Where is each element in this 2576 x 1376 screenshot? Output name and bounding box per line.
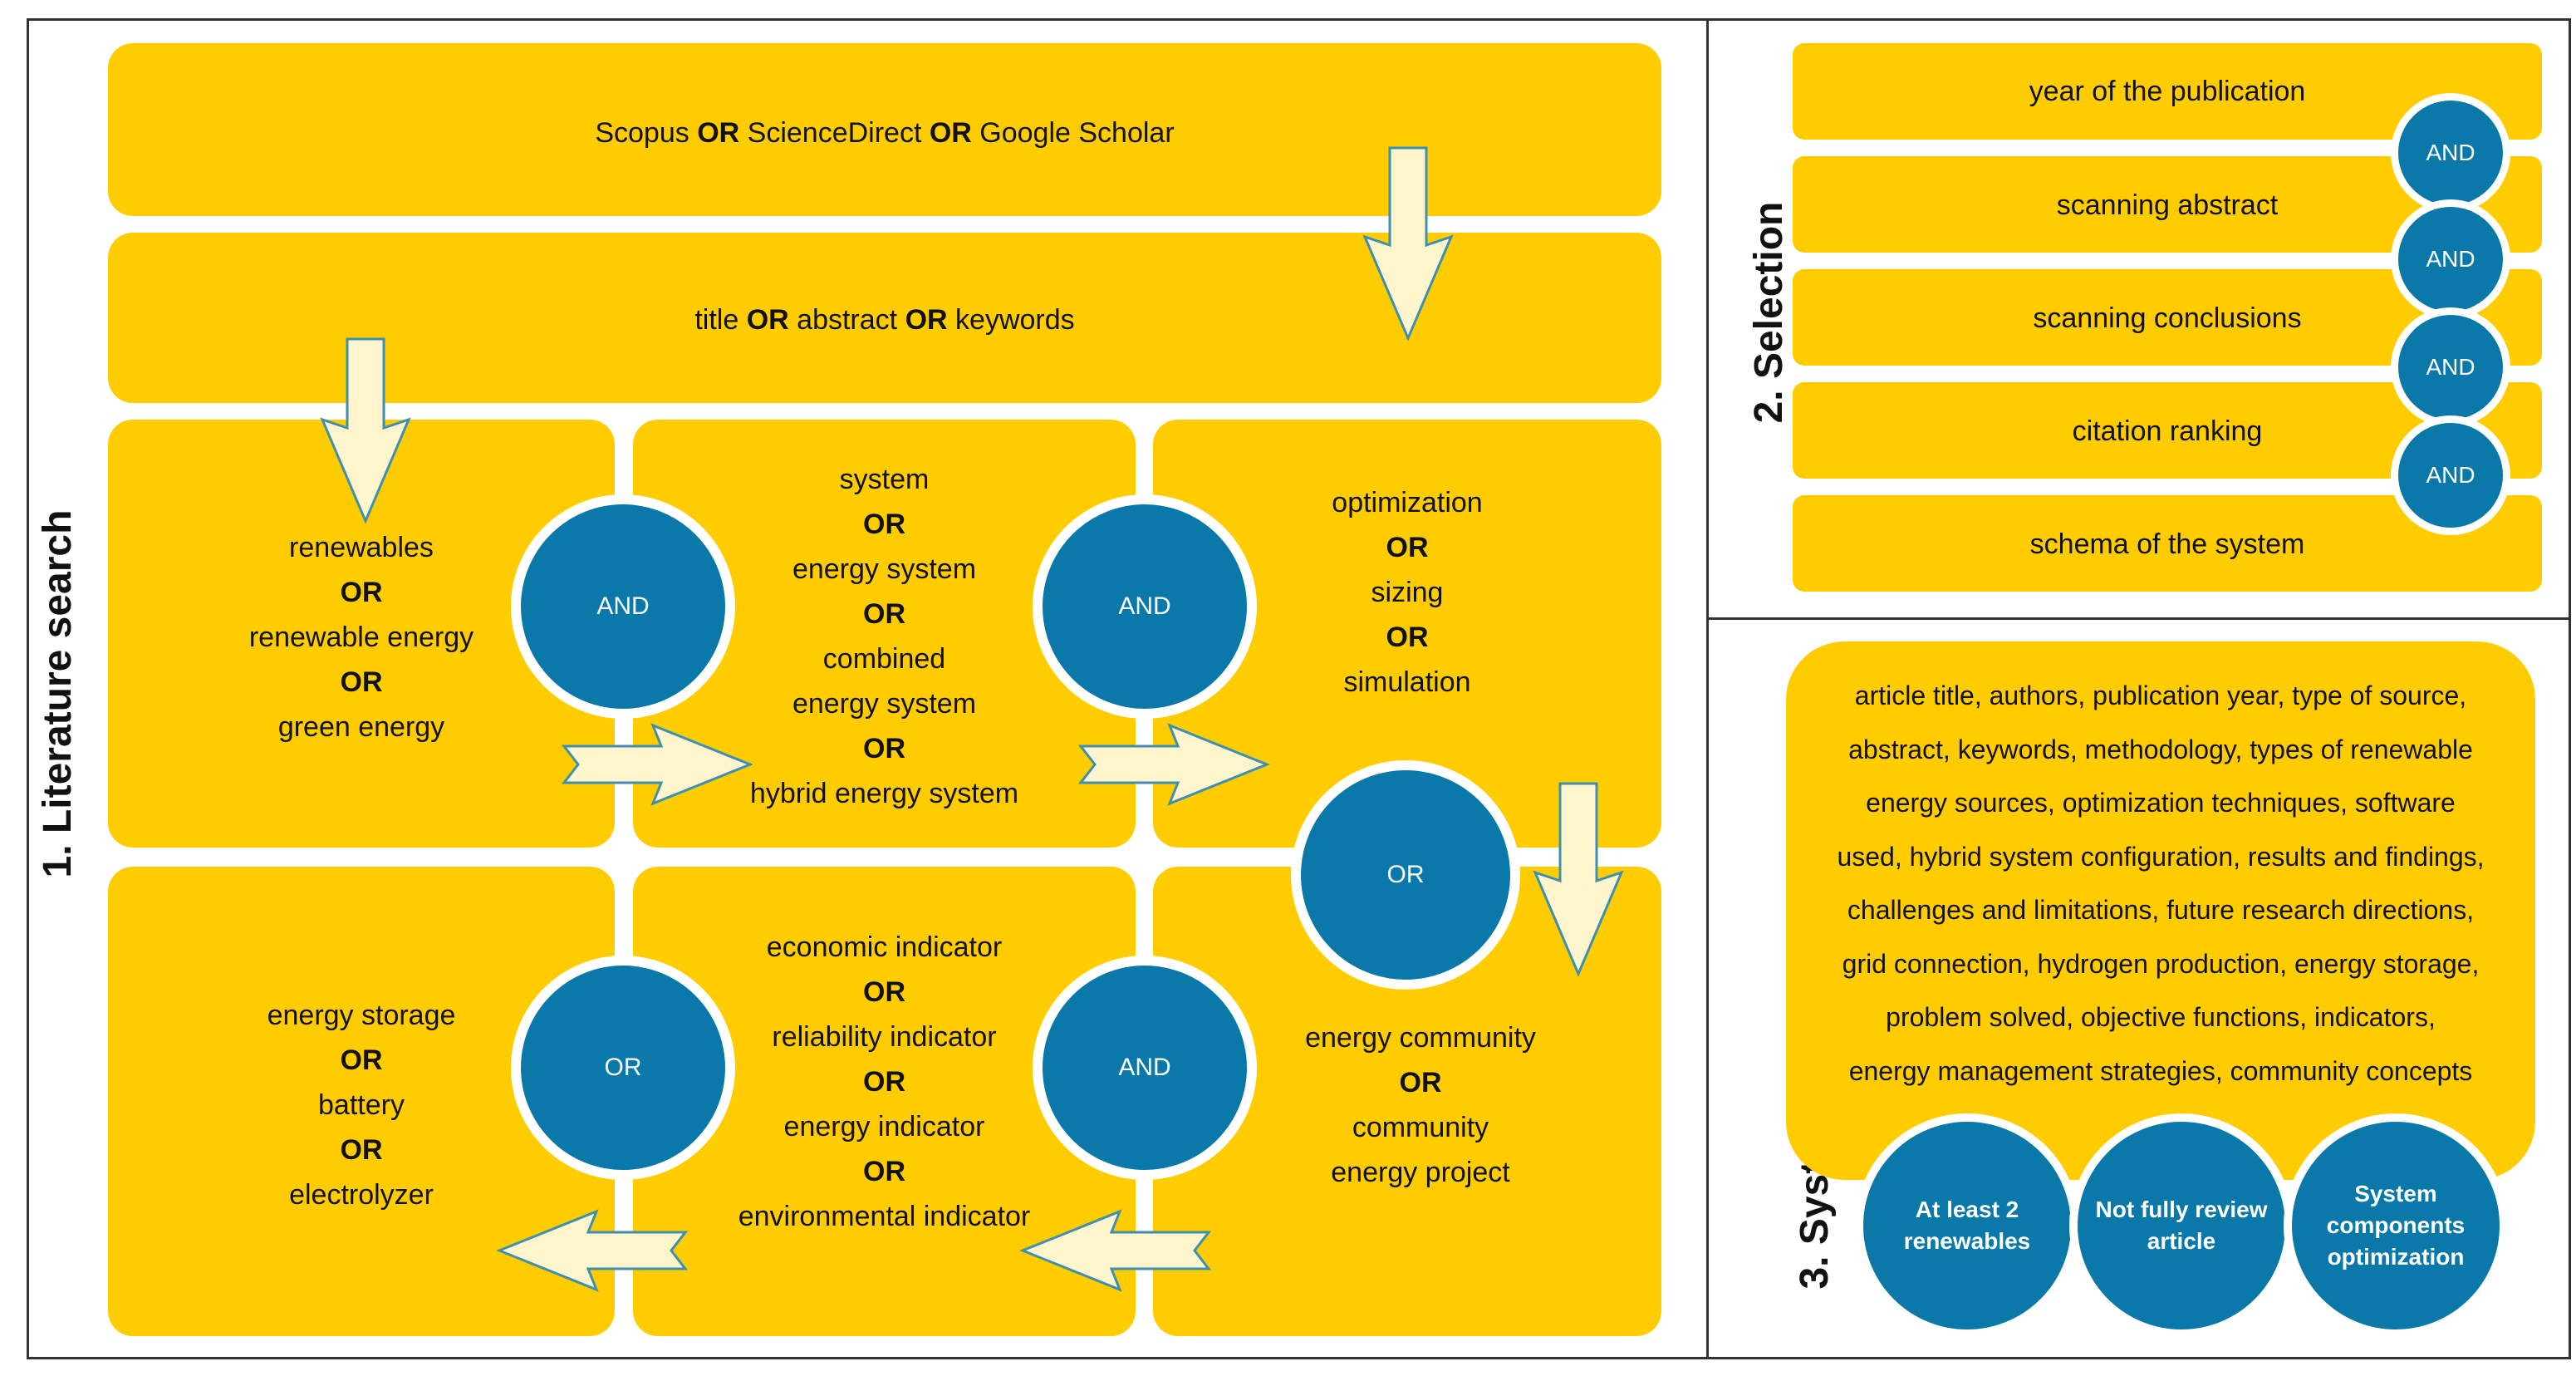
databases-query: Scopus OR ScienceDirect OR Google Schola… xyxy=(108,108,1661,158)
term-op: OR xyxy=(863,1066,905,1098)
term: optimization xyxy=(1332,487,1483,518)
field-keywords: keywords xyxy=(955,303,1075,336)
term: electrolyzer xyxy=(289,1179,434,1211)
operator-or-2: OR xyxy=(511,956,735,1180)
term-op: OR xyxy=(1386,622,1429,653)
term: system xyxy=(839,464,930,495)
term: energy project xyxy=(1331,1157,1510,1188)
arrow-down-left xyxy=(320,337,411,523)
selection-op-4: AND xyxy=(2391,415,2510,535)
review-line: problem solved, objective functions, ind… xyxy=(1886,1002,2436,1032)
term: community xyxy=(1352,1112,1489,1143)
term-op: OR xyxy=(340,1044,383,1076)
selection-label-3: scanning conclusions xyxy=(2033,302,2302,334)
db-google-scholar: Google Scholar xyxy=(979,116,1175,149)
review-line: challenges and limitations, future resea… xyxy=(1847,895,2475,925)
renewables-terms: renewables OR renewable energy OR green … xyxy=(108,525,615,749)
selection-label-1: year of the publication xyxy=(2029,75,2306,107)
operator-and-2: AND xyxy=(1033,494,1257,719)
term-op: OR xyxy=(863,976,905,1008)
optimization-terms: optimization OR sizing OR simulation xyxy=(1153,480,1661,705)
review-line: article title, authors, publication year… xyxy=(1854,681,2467,710)
selection-op-3: AND xyxy=(2391,307,2510,427)
arrow-right-1 xyxy=(562,723,753,806)
selection-op-2: AND xyxy=(2391,199,2510,319)
term: combined xyxy=(822,643,946,675)
review-box xyxy=(1786,641,2535,1180)
term-op: OR xyxy=(863,1156,905,1187)
term: renewables xyxy=(289,532,434,563)
review-fields: article title, authors, publication year… xyxy=(1786,669,2535,1098)
term: sizing xyxy=(1371,577,1444,608)
selection-label-5: schema of the system xyxy=(2029,528,2305,560)
term-op: OR xyxy=(1386,532,1429,563)
term-op: OR xyxy=(863,733,905,764)
term: energy community xyxy=(1305,1022,1536,1054)
term-op: OR xyxy=(863,509,905,540)
review-line: energy sources, optimization techniques,… xyxy=(1866,788,2456,818)
term: renewable energy xyxy=(248,622,474,653)
storage-terms: energy storage OR battery OR electrolyze… xyxy=(108,993,615,1217)
term: green energy xyxy=(277,711,445,743)
term: battery xyxy=(318,1089,405,1121)
selection-label-4: citation ranking xyxy=(2072,415,2263,447)
selection-label-2: scanning abstract xyxy=(2056,189,2279,221)
indicators-terms: economic indicator OR reliability indica… xyxy=(633,925,1136,1239)
review-line: used, hybrid system configuration, resul… xyxy=(1837,841,2485,872)
review-line: abstract, keywords, methodology, types o… xyxy=(1848,734,2473,764)
review-line: grid connection, hydrogen production, en… xyxy=(1842,948,2480,979)
fields-query: title OR abstract OR keywords xyxy=(108,295,1661,345)
term-op: OR xyxy=(340,666,383,698)
review-line: energy management strategies, community … xyxy=(1848,1055,2473,1086)
term: environmental indicator xyxy=(738,1201,1031,1232)
term-op: OR xyxy=(863,598,905,630)
system-terms: system OR energy system OR combined ener… xyxy=(633,457,1136,816)
review-panel xyxy=(1706,617,2571,1359)
arrow-left-1 xyxy=(1020,1209,1211,1292)
term: energy indicator xyxy=(783,1111,985,1143)
term: reliability indicator xyxy=(772,1021,997,1053)
selection-op-1: AND xyxy=(2391,93,2510,213)
db-op-1: OR xyxy=(697,116,740,149)
arrow-down-right xyxy=(1362,146,1454,341)
field-title: title xyxy=(694,303,739,336)
section-title-literature-search: 1. Literature search xyxy=(36,509,80,878)
db-scopus: Scopus xyxy=(595,116,689,149)
section-title-selection: 2. Selection xyxy=(1747,201,1791,424)
term: hybrid energy system xyxy=(749,778,1019,809)
arrow-left-2 xyxy=(497,1209,688,1292)
term: simulation xyxy=(1343,666,1471,698)
operator-and-3: AND xyxy=(1033,956,1257,1180)
term: energy system xyxy=(792,553,977,585)
term-op: OR xyxy=(340,1134,383,1166)
community-terms: energy community OR community energy pro… xyxy=(1205,1015,1636,1195)
term-op: OR xyxy=(340,577,383,608)
term-op: OR xyxy=(1399,1067,1442,1098)
db-op-2: OR xyxy=(929,116,972,149)
term: economic indicator xyxy=(766,931,1003,963)
arrow-right-2 xyxy=(1078,723,1269,806)
field-op-2: OR xyxy=(905,303,948,336)
db-sciencedirect: ScienceDirect xyxy=(747,116,922,149)
arrow-down-2 xyxy=(1533,782,1624,976)
term: energy system xyxy=(792,688,977,720)
operator-or-1: OR xyxy=(1291,760,1520,990)
field-abstract: abstract xyxy=(797,303,898,336)
term: energy storage xyxy=(267,1000,456,1031)
operator-and-1: AND xyxy=(511,494,735,719)
field-op-1: OR xyxy=(746,303,789,336)
